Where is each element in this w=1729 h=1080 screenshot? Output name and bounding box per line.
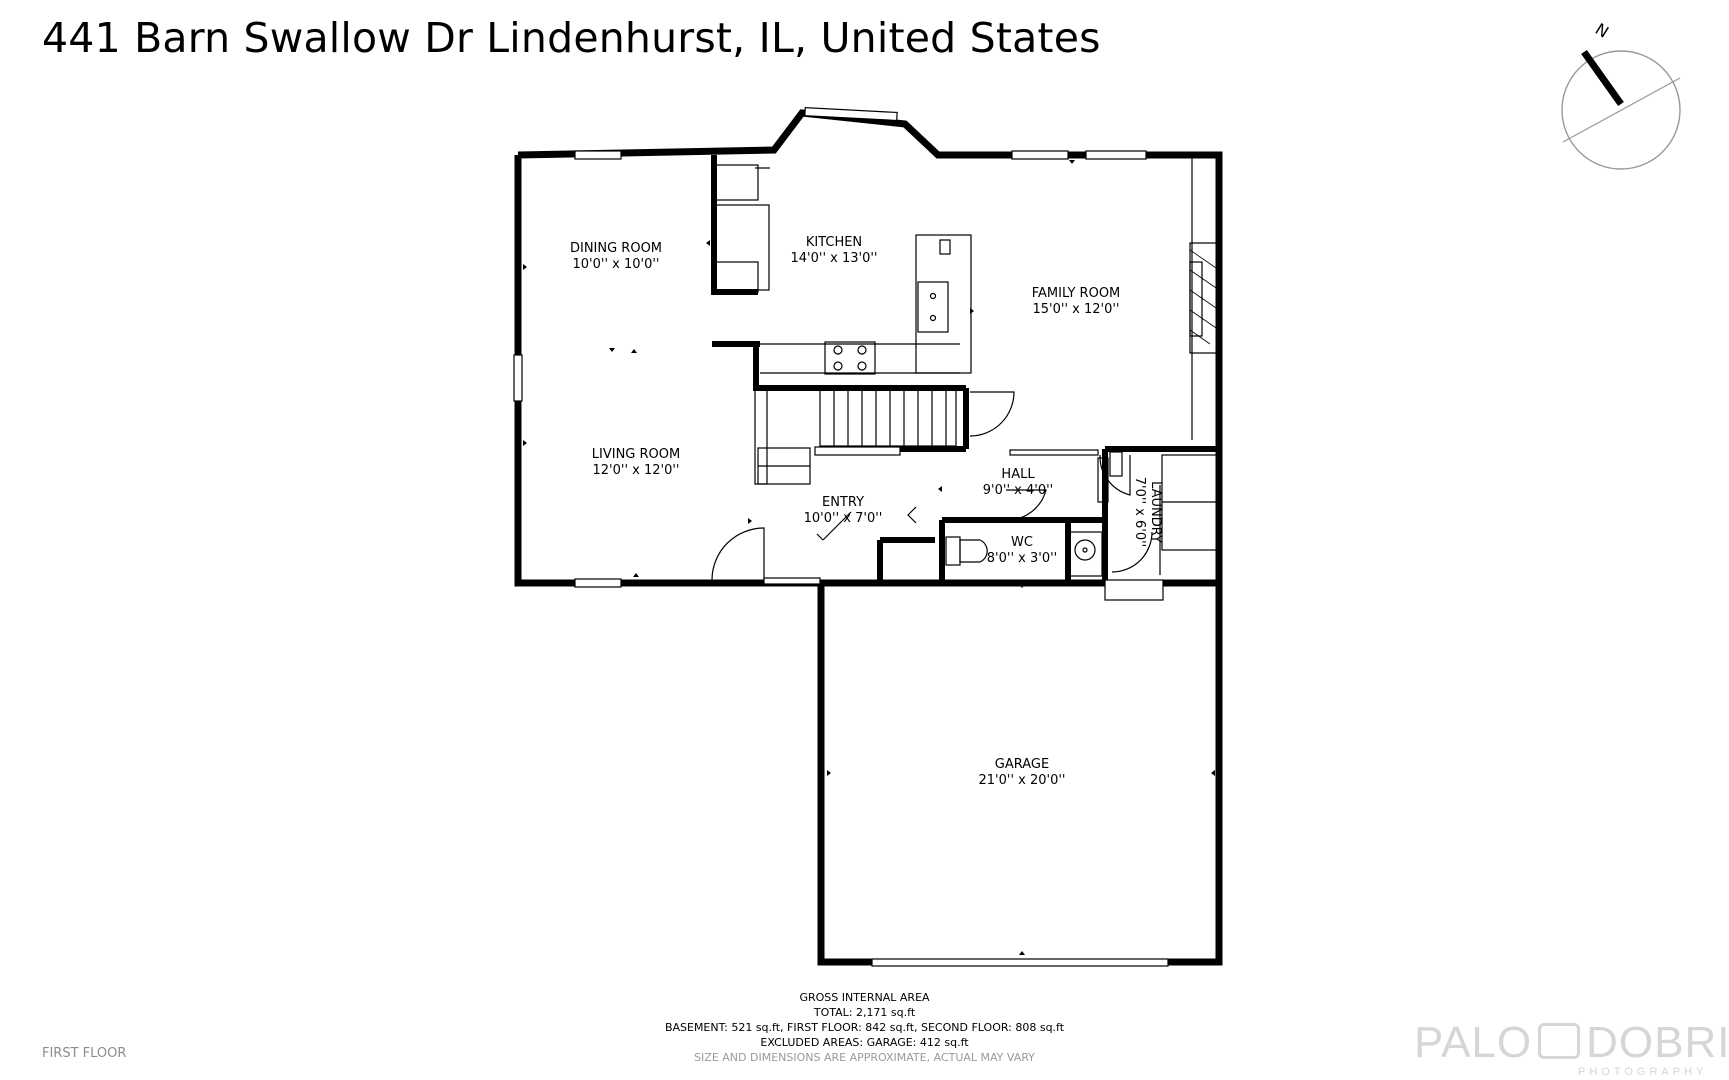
fireplace: [1189, 242, 1220, 354]
footer-excluded: EXCLUDED AREAS: GARAGE: 412 sq.ft: [760, 1036, 969, 1049]
wc-name: WC: [1011, 535, 1033, 550]
dining-room-size: 10'0'' x 10'0'': [572, 257, 659, 272]
doors: [711, 449, 1218, 585]
kitchen-fixtures: [713, 155, 1193, 440]
garage-size: 21'0'' x 20'0'': [978, 773, 1065, 788]
laundry-label: LAUNDRY 7'0'' x 6'0'': [1132, 477, 1163, 547]
hall-name: HALL: [1001, 467, 1035, 482]
compass-north-label: N: [1592, 19, 1612, 41]
footer-gross-area: GROSS INTERNAL AREA: [799, 991, 930, 1004]
footer-disclaimer: SIZE AND DIMENSIONS ARE APPROXIMATE, ACT…: [694, 1051, 1035, 1064]
brand-logo: PALO DOBRIK: [1414, 1018, 1729, 1068]
brand-name-left: PALO: [1414, 1018, 1533, 1067]
stairs: [754, 387, 1015, 485]
kitchen-name: KITCHEN: [806, 235, 862, 250]
family-room-size: 15'0'' x 12'0'': [1032, 302, 1119, 317]
laundry-size: 7'0'' x 6'0'': [1132, 477, 1147, 547]
brand-name-right: DOBRIK: [1586, 1018, 1729, 1067]
garage-name: GARAGE: [995, 757, 1049, 772]
entry-name: ENTRY: [822, 495, 864, 510]
entry-size: 10'0'' x 7'0'': [804, 511, 883, 526]
page-title: 441 Barn Swallow Dr Lindenhurst, IL, Uni…: [42, 14, 1101, 62]
laundry-name: LAUNDRY: [1148, 481, 1163, 543]
family-room-name: FAMILY ROOM: [1032, 286, 1121, 301]
brand-subtitle: PHOTOGRAPHY: [1578, 1066, 1708, 1078]
camera-icon: [1538, 1023, 1581, 1060]
footer-breakdown: BASEMENT: 521 sq.ft, FIRST FLOOR: 842 sq…: [664, 1021, 1065, 1034]
footer-total: TOTAL: 2,171 sq.ft: [813, 1006, 916, 1019]
kitchen-size: 14'0'' x 13'0'': [790, 251, 877, 266]
floor-label: FIRST FLOOR: [42, 1046, 127, 1061]
wc-size: 8'0'' x 3'0'': [987, 551, 1057, 566]
dining-room-name: DINING ROOM: [570, 241, 662, 256]
windows: [513, 107, 1169, 967]
living-room-name: LIVING ROOM: [592, 447, 680, 462]
room-labels: DINING ROOM 10'0'' x 10'0'' KITCHEN 14'0…: [570, 235, 1120, 788]
wc-fixtures: [945, 531, 1103, 577]
hall-size: 9'0'' x 4'0'': [983, 483, 1053, 498]
dimension-markers: [523, 160, 1215, 955]
living-room-size: 12'0'' x 12'0'': [592, 463, 679, 478]
compass-icon: N: [1561, 19, 1681, 170]
